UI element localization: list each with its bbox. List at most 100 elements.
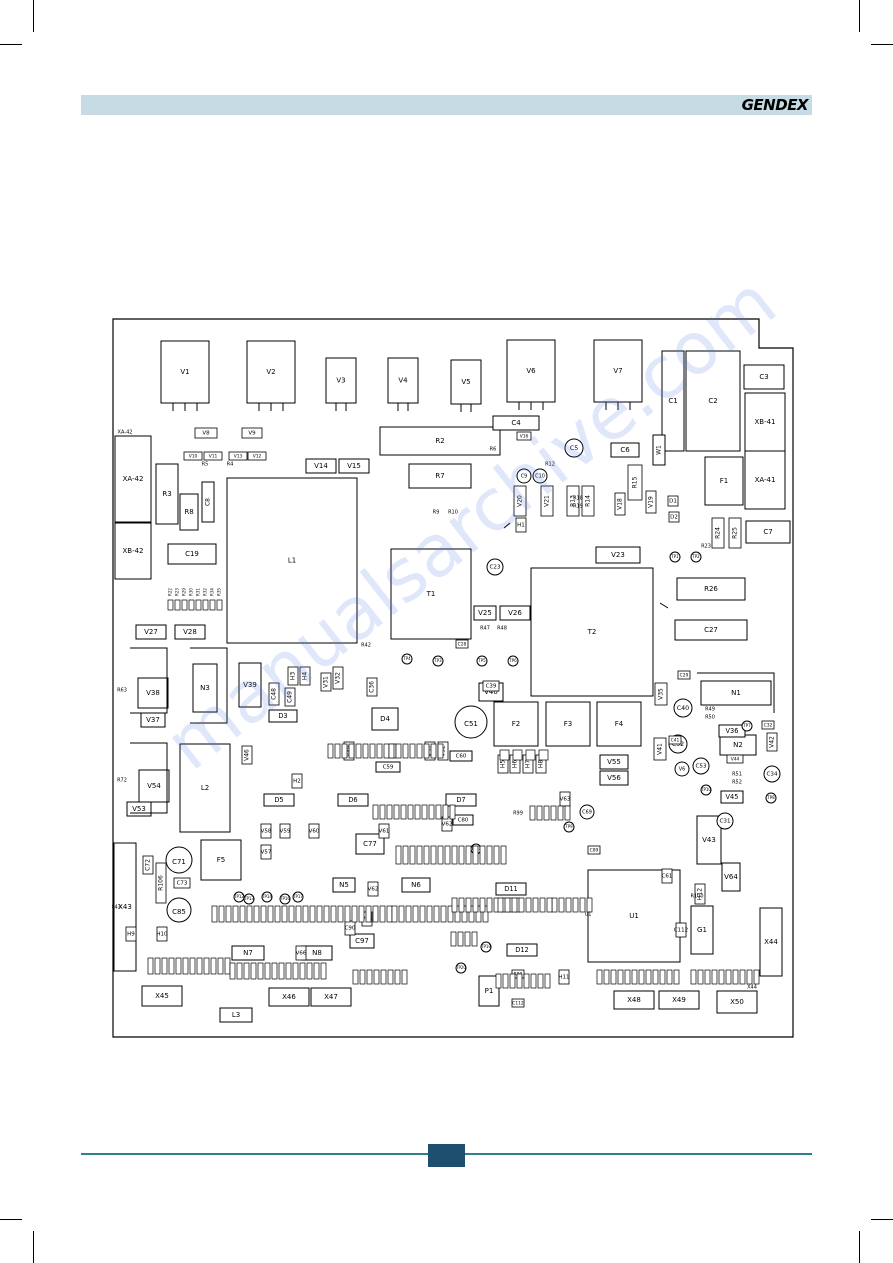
component-label: C77	[363, 840, 377, 848]
component-outline	[445, 793, 477, 807]
component-outline	[284, 687, 296, 707]
component-c48: C48	[268, 682, 280, 706]
smd-label: R35	[217, 588, 222, 596]
component-w1: W1	[652, 434, 666, 466]
component-label: V43	[702, 836, 716, 844]
board-label-r49: R49	[705, 707, 715, 713]
component-label: XB-42	[122, 547, 143, 555]
board-label-r9: R9	[433, 510, 440, 516]
component-h1: H1	[515, 517, 527, 533]
component-label: C1	[668, 397, 677, 405]
component-label: C89	[590, 848, 599, 854]
component-r106: R106	[155, 862, 167, 904]
component-r8: R8	[179, 493, 199, 531]
component-c19: C19	[167, 543, 217, 565]
smd-pad	[147, 957, 154, 975]
component-v27: V27	[135, 624, 167, 640]
smd-pad	[316, 905, 323, 923]
component-label: C51	[464, 720, 478, 728]
smd-pad	[449, 804, 456, 820]
component-label: V8	[202, 431, 210, 437]
component-outline	[173, 877, 191, 889]
component-label: X44	[764, 938, 778, 946]
smd-pad	[352, 969, 359, 985]
component-p1: P1	[478, 975, 500, 1007]
smd-pad	[271, 962, 278, 980]
component-outline	[455, 962, 467, 974]
component-label: R3	[162, 490, 171, 498]
smd-pad	[451, 897, 458, 913]
component-v5: V5	[450, 359, 482, 405]
component-outline	[401, 877, 431, 893]
smd-pad	[373, 969, 380, 985]
component-v2: V2	[246, 340, 296, 404]
smd-pad	[365, 905, 372, 923]
smd-pad	[313, 962, 320, 980]
smd-pad	[497, 897, 504, 913]
component-label: N3	[200, 684, 210, 692]
component-v11: V11	[203, 451, 223, 461]
component-v7: V7	[593, 339, 643, 403]
component-outline	[668, 511, 680, 523]
component-v37: V37	[140, 712, 166, 728]
component-label: TP14	[261, 894, 272, 899]
component-label: V64	[724, 873, 738, 881]
smd-label: R34	[210, 588, 215, 596]
component-d7: D7	[445, 793, 477, 807]
component-label: V61	[379, 829, 390, 835]
component-label: H2	[293, 779, 301, 785]
component-outline	[455, 639, 469, 649]
smd-pad	[257, 962, 264, 980]
component-outline	[692, 757, 710, 775]
component-r7: R7	[408, 463, 472, 489]
smd-pad	[379, 905, 386, 923]
component-v32: V32	[332, 666, 344, 690]
smd-pad	[596, 969, 603, 985]
component-v53: V53	[126, 801, 152, 817]
component-x46: X46	[268, 987, 310, 1007]
smd-pad	[407, 804, 414, 820]
component-v39: V39	[238, 662, 262, 708]
smd-pad	[285, 962, 292, 980]
component-outline	[627, 464, 643, 501]
component-label: V41	[657, 743, 664, 755]
component-outline	[268, 709, 298, 723]
component-outline	[492, 415, 540, 431]
component-label: V11	[209, 454, 218, 460]
component-v23: V23	[595, 546, 641, 564]
component-c85: C85	[166, 897, 192, 923]
component-outline	[743, 364, 785, 390]
component-outline	[299, 666, 311, 686]
component-v66: V66	[295, 945, 307, 961]
smd-pad	[246, 905, 253, 923]
component-outline	[450, 359, 482, 405]
smd-pad	[475, 905, 482, 923]
component-tp5: TP5	[476, 655, 488, 667]
smd-pad	[479, 845, 486, 865]
component-label: C3	[759, 373, 768, 381]
smd-pad	[472, 897, 479, 913]
component-xa-42: XA-42	[114, 435, 152, 523]
component-outline	[690, 905, 714, 955]
component-label: V63	[560, 797, 571, 803]
component-v60: V60	[308, 823, 320, 839]
smd-row	[529, 805, 571, 821]
smd-pad	[334, 743, 341, 759]
smd-pad	[464, 931, 471, 947]
header-band: GENDEX	[81, 95, 812, 115]
component-v8: V8	[194, 427, 218, 439]
smd-pad	[386, 905, 393, 923]
smd-pad	[344, 905, 351, 923]
component-h11: H11	[558, 969, 570, 985]
smd-pad	[218, 905, 225, 923]
smd-pad	[412, 905, 419, 923]
component-label: C90	[345, 926, 356, 932]
smd-row	[372, 804, 456, 820]
smd-pad	[400, 804, 407, 820]
component-label: L3	[232, 1011, 240, 1019]
component-label: V18	[617, 498, 624, 510]
component-v4: V4	[387, 357, 419, 404]
component-x45: X45	[141, 985, 183, 1007]
component-label: R26	[704, 585, 718, 593]
component-outline	[241, 745, 253, 765]
